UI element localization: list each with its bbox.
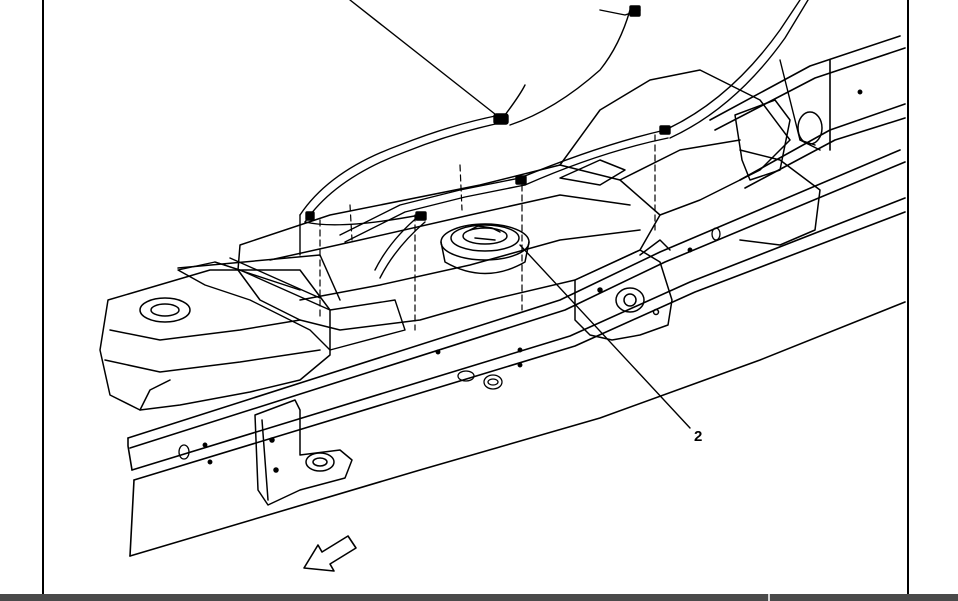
front-body-mount bbox=[254, 399, 353, 506]
rear-hanger bbox=[734, 99, 823, 181]
frame-rail-lower bbox=[127, 149, 906, 557]
leader-line-top bbox=[349, 0, 501, 119]
crossmember bbox=[177, 257, 406, 351]
callout-label-2: 2 bbox=[694, 428, 703, 445]
footer-bar bbox=[0, 594, 958, 601]
front-direction-arrow-icon bbox=[303, 535, 357, 572]
fuel-tank-front bbox=[99, 254, 341, 411]
rear-body-mount bbox=[574, 239, 673, 341]
leader-line-callout-2 bbox=[519, 244, 691, 429]
frame-border-right bbox=[907, 0, 909, 594]
harness-clips bbox=[305, 5, 671, 221]
frame-holes bbox=[178, 89, 863, 465]
frame-border-left bbox=[42, 0, 44, 594]
footer-divider bbox=[768, 594, 770, 601]
fuel-tank-main bbox=[237, 69, 821, 331]
fuel-pump-module bbox=[440, 223, 530, 275]
